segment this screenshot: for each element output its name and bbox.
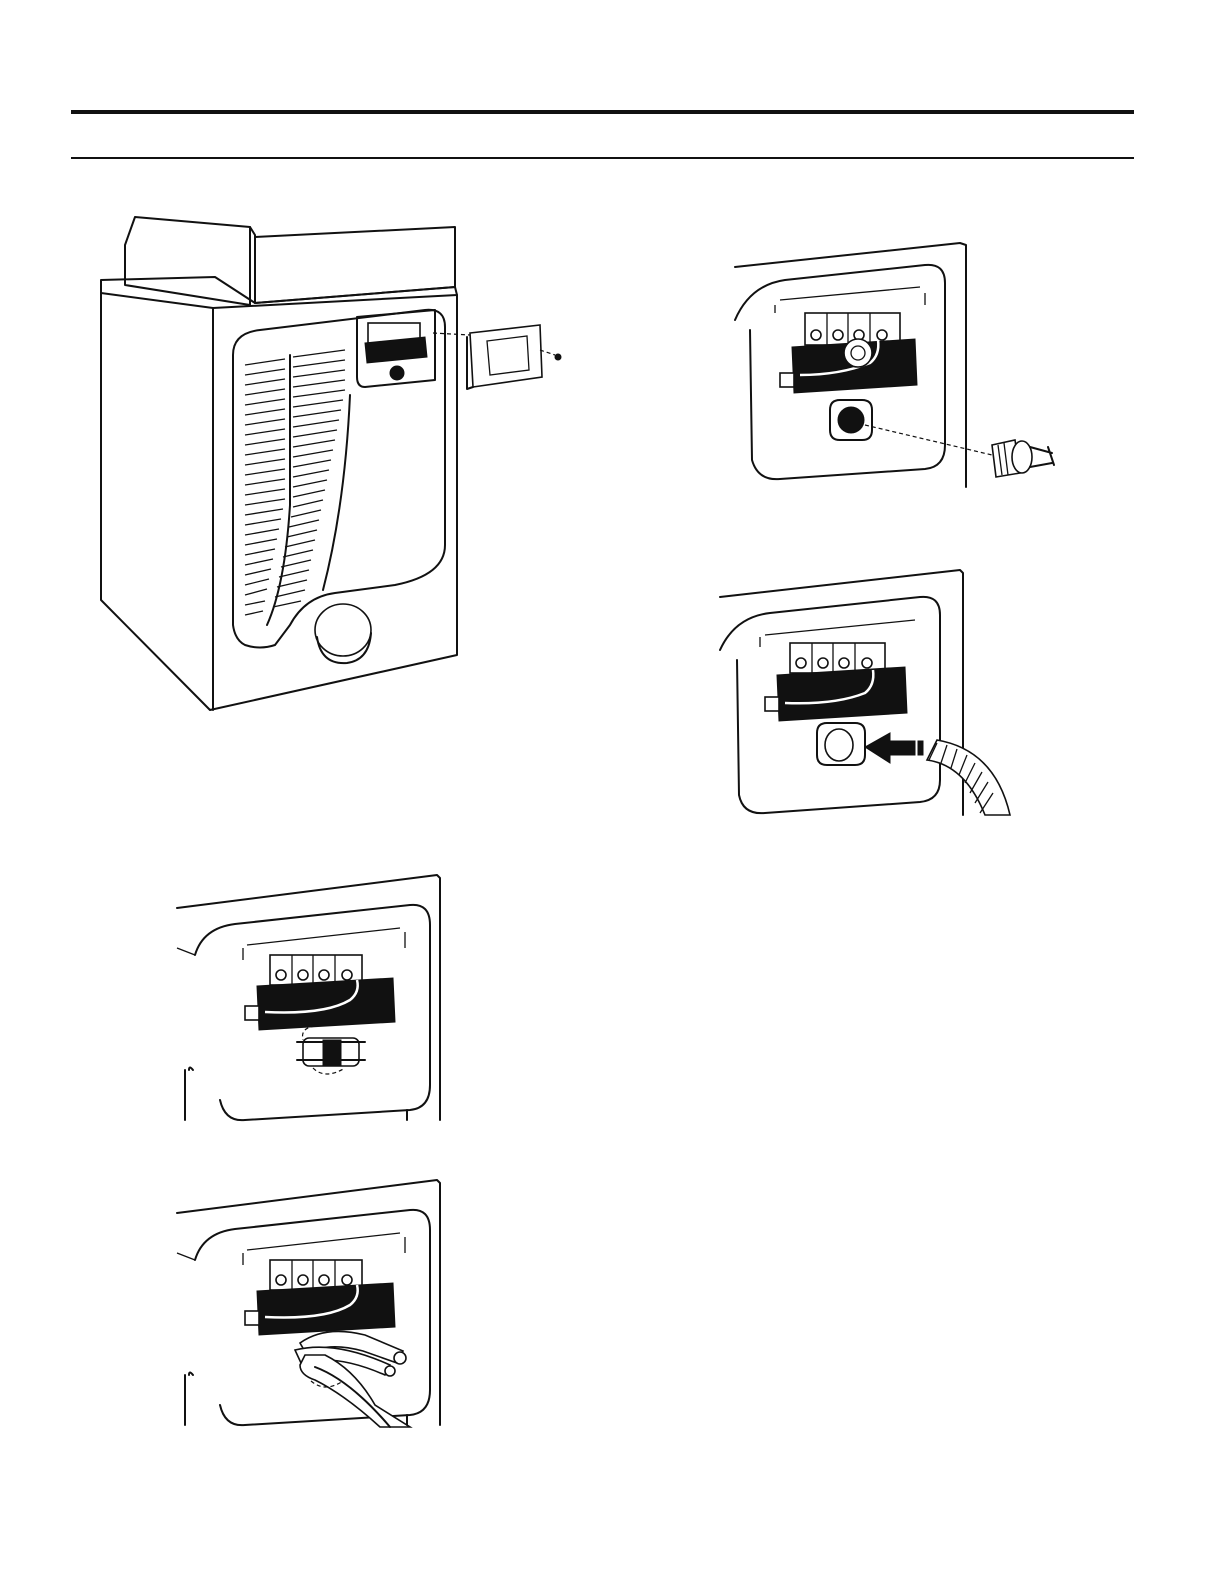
strain-relief-plug-illustration: [730, 235, 1070, 495]
strain-relief-clamp-illustration: [175, 870, 450, 1125]
push-arrow-icon: [865, 733, 923, 763]
vent-slots: [245, 350, 350, 625]
clamp-icon: [297, 1026, 365, 1074]
terminal-block: [245, 1260, 395, 1335]
terminal-cover-plate: [467, 325, 542, 389]
terminal-nut: [844, 339, 872, 367]
power-cord-connection-illustration: [175, 1175, 450, 1430]
conduit-connection-illustration: [715, 565, 1015, 820]
header-rule-thin: [71, 157, 1134, 159]
terminal-block: [765, 643, 907, 721]
header-rule-thick: [71, 110, 1134, 114]
strain-relief-icon: [992, 440, 1054, 477]
exhaust-outlet: [315, 604, 371, 663]
power-cord-icon: [295, 1331, 410, 1427]
terminal-block: [245, 955, 395, 1030]
screw-icon: [555, 354, 561, 360]
dryer-rear-view-illustration: [95, 205, 575, 715]
